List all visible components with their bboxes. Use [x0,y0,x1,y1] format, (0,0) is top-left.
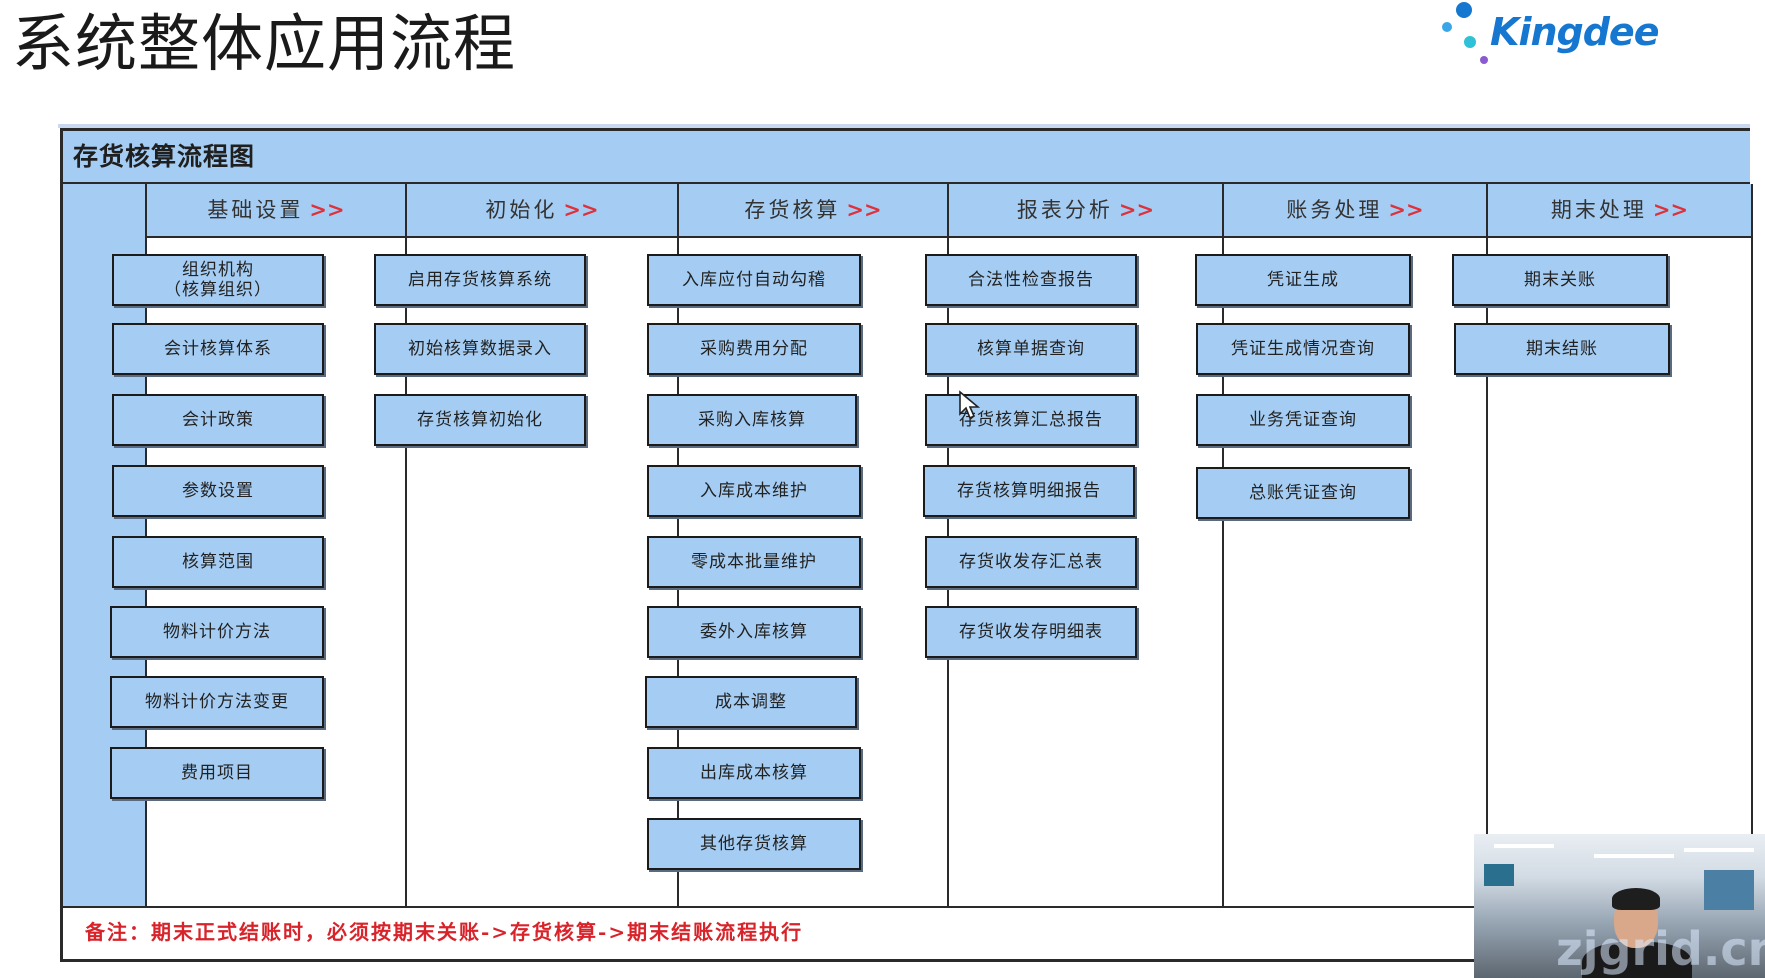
flow-node-report-analysis[interactable]: 存货核算汇总报告 [925,394,1137,446]
kingdee-logo: Kingdee [1426,0,1659,76]
flow-node-inventory-accounting[interactable]: 其他存货核算 [647,818,861,870]
flow-node-period-end[interactable]: 期末结账 [1454,323,1670,375]
flow-node-report-analysis[interactable]: 合法性检查报告 [925,254,1137,306]
page-title: 系统整体应用流程 [12,7,517,80]
flowchart-note: 备注：期末正式结账时，必须按期末关账->存货核算->期末结账流程执行 [85,920,804,944]
flow-node-basic-settings[interactable]: 会计核算体系 [112,323,324,375]
column-header-label: 基础设置 [207,198,304,222]
column-header-period-end: 期末处理>> [1488,184,1753,238]
flow-node-inventory-accounting[interactable]: 出库成本核算 [647,747,861,799]
flow-node-inventory-accounting[interactable]: 成本调整 [645,676,857,728]
mouse-cursor-icon [959,390,980,420]
flow-node-inventory-accounting[interactable]: 采购费用分配 [647,323,861,375]
column-header-arrow: >> [1652,197,1689,222]
flow-node-period-end[interactable]: 期末关账 [1452,254,1668,306]
flow-node-inventory-accounting[interactable]: 入库成本维护 [647,465,861,517]
logo-text: Kingdee [1490,10,1659,54]
flowchart-frame: 存货核算流程图 基础设置>>组织机构 （核算组织）会计核算体系会计政策参数设置核… [60,128,1753,962]
column-header-label: 账务处理 [1286,198,1383,222]
flowchart-title: 存货核算流程图 [73,142,256,171]
flow-node-inventory-accounting[interactable]: 入库应付自动勾稽 [647,254,861,306]
flow-node-inventory-accounting[interactable]: 采购入库核算 [647,394,857,446]
column-header-accounting: 账务处理>> [1224,184,1488,238]
flow-node-basic-settings[interactable]: 会计政策 [112,394,324,446]
column-header-arrow: >> [309,197,345,222]
column-header-initialization: 初始化>> [407,184,679,238]
column-header-label: 期末处理 [1550,198,1647,222]
flow-node-basic-settings[interactable]: 物料计价方法 [110,606,324,658]
column-header-arrow: >> [1388,197,1424,222]
person-body [1582,942,1692,978]
flow-node-accounting[interactable]: 总账凭证查询 [1196,467,1410,519]
webcam-overlay: zjgrid.cn [1474,834,1765,978]
column-header-basic-settings: 基础设置>> [147,184,407,238]
flow-node-initialization[interactable]: 初始核算数据录入 [374,323,586,375]
flowchart-title-bar: 存货核算流程图 [63,131,1750,184]
column-header-arrow: >> [563,197,599,222]
flow-node-basic-settings[interactable]: 参数设置 [112,465,324,517]
column-header-report-analysis: 报表分析>> [949,184,1224,238]
flow-node-inventory-accounting[interactable]: 委外入库核算 [647,606,861,658]
flow-node-basic-settings[interactable]: 物料计价方法变更 [110,676,324,728]
flow-node-report-analysis[interactable]: 存货收发存明细表 [925,606,1137,658]
column-header-inventory-accounting: 存货核算>> [679,184,949,238]
flow-node-initialization[interactable]: 存货核算初始化 [374,394,586,446]
flow-node-accounting[interactable]: 凭证生成情况查询 [1196,323,1410,375]
flow-node-basic-settings[interactable]: 组织机构 （核算组织） [112,254,324,306]
flow-node-basic-settings[interactable]: 费用项目 [110,747,324,799]
flow-node-accounting[interactable]: 业务凭证查询 [1196,394,1410,446]
flow-node-report-analysis[interactable]: 存货核算明细报告 [923,465,1135,517]
flow-node-initialization[interactable]: 启用存货核算系统 [374,254,586,306]
column-header-arrow: >> [846,197,882,222]
column-header-arrow: >> [1118,197,1155,222]
column-header-label: 报表分析 [1016,198,1113,222]
flow-node-report-analysis[interactable]: 核算单据查询 [925,323,1137,375]
column-header-label: 存货核算 [744,198,841,222]
watermark: zjgrid.cn [1556,922,1765,976]
flow-node-accounting[interactable]: 凭证生成 [1195,254,1411,306]
flow-node-report-analysis[interactable]: 存货收发存汇总表 [925,536,1137,588]
column-header-label: 初始化 [485,198,558,222]
flow-node-basic-settings[interactable]: 核算范围 [112,536,324,588]
kingdee-logo-icon [1456,2,1472,18]
flow-node-inventory-accounting[interactable]: 零成本批量维护 [647,536,861,588]
